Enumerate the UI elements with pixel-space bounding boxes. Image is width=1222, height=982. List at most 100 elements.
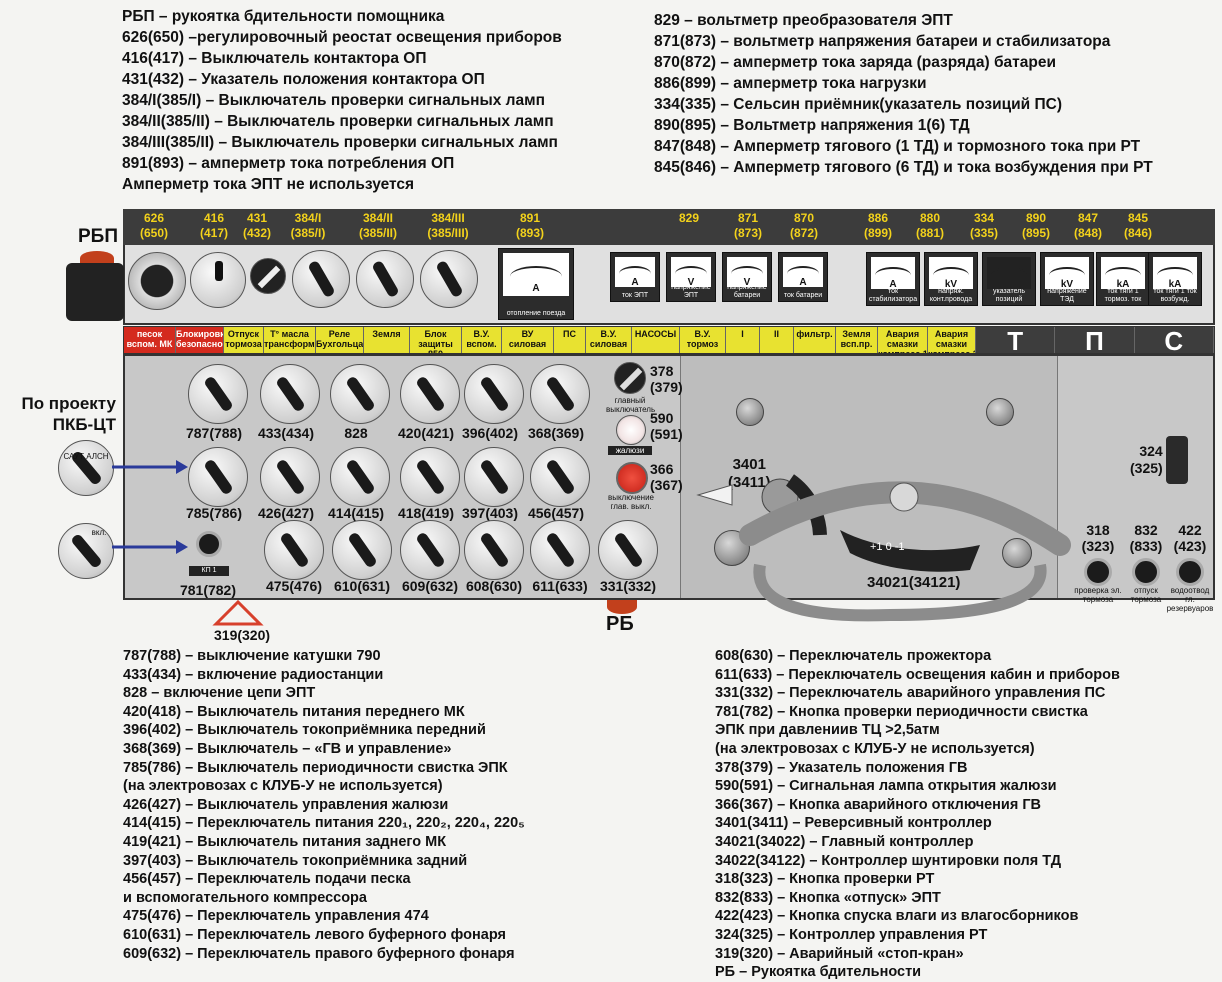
button-label-2: (833) bbox=[1129, 538, 1163, 554]
saut-alsn-switch[interactable] bbox=[58, 440, 114, 496]
legend-line: Амперметр тока ЭПТ не используется bbox=[122, 176, 415, 193]
meter-caption: ток ЭПТ bbox=[621, 292, 649, 299]
meter-face: A bbox=[783, 257, 823, 288]
legend-line: 366(367) – Кнопка аварийного отключения … bbox=[715, 796, 1042, 813]
project-switch-2[interactable] bbox=[58, 523, 114, 579]
meter-face: A bbox=[615, 257, 655, 288]
meter-caption: ток тяги 1 тормоз. ток bbox=[1104, 288, 1142, 303]
switch-handle bbox=[478, 531, 510, 569]
main-controller-bow[interactable] bbox=[753, 563, 1047, 622]
top-label: 431(432) bbox=[237, 211, 277, 241]
legend-line: (на электровозах с КЛУБ-У не используетс… bbox=[123, 778, 443, 795]
push-button[interactable] bbox=[1176, 558, 1204, 586]
rotary-switch[interactable] bbox=[400, 447, 460, 507]
top-label: 880(881) bbox=[905, 211, 955, 241]
legend-line: 787(788) – выключение катушки 790 bbox=[123, 648, 381, 664]
controller-assembly[interactable]: +1 0 -1 bbox=[690, 455, 1080, 625]
rotary-switch[interactable] bbox=[598, 520, 658, 580]
rotary-switch[interactable] bbox=[464, 447, 524, 507]
top-label: 870(872) bbox=[779, 211, 829, 241]
button-caption: отпуск тормоза bbox=[1130, 586, 1162, 604]
top-label-line-2: (881) bbox=[915, 226, 944, 240]
legend-line: 319(320) – Аварийный «стоп-кран» bbox=[715, 945, 964, 962]
shutter-lamp bbox=[616, 415, 646, 445]
switch-handle bbox=[478, 375, 510, 413]
switch-label: 787(788) bbox=[185, 425, 243, 441]
rotary-switch[interactable] bbox=[332, 520, 392, 580]
switch-handle bbox=[346, 531, 378, 569]
meter-caption: указатель позиций bbox=[993, 288, 1025, 303]
reverser-handle[interactable] bbox=[696, 484, 733, 506]
top-label-line-1: 890 bbox=[1025, 211, 1047, 225]
main-switch-label-2: (379) bbox=[650, 379, 683, 395]
button-label-2: (323) bbox=[1081, 538, 1115, 554]
stop-crane-shape bbox=[212, 599, 264, 626]
strip-cell: I bbox=[726, 327, 760, 353]
op-contactor-switch[interactable] bbox=[190, 252, 246, 308]
rotary-switch[interactable] bbox=[264, 520, 324, 580]
meter-scale bbox=[675, 265, 707, 281]
switch-handle bbox=[544, 531, 576, 569]
legend-line: 34022(34122) – Контроллер шунтировки пол… bbox=[715, 852, 1062, 869]
rotary-switch[interactable] bbox=[260, 364, 320, 424]
push-button[interactable] bbox=[1132, 558, 1160, 586]
main-controller-scale bbox=[840, 530, 980, 572]
legend-line: РБ – Рукоятка бдительности bbox=[715, 964, 922, 981]
strip-cell: Авария смазки компресс.1 bbox=[878, 327, 928, 353]
main-switch-caption: главный выключатель bbox=[606, 396, 656, 414]
rotary-switch[interactable] bbox=[400, 364, 460, 424]
main-switch-indicator bbox=[614, 362, 646, 394]
strip-cell: Авария смазки компресс.2 bbox=[928, 327, 976, 353]
top-label-line-2: (432) bbox=[242, 226, 271, 240]
rotary-switch[interactable] bbox=[530, 364, 590, 424]
main-switch-label: 378(379) bbox=[650, 363, 683, 395]
lamp-test-switch-1[interactable] bbox=[292, 250, 350, 308]
rotary-switch[interactable] bbox=[330, 364, 390, 424]
top-label-line-1: 829 bbox=[678, 211, 700, 225]
strip-cell: Реле Бухгольца bbox=[316, 327, 364, 353]
strip-cell: фильтр. bbox=[794, 327, 836, 353]
strip-cell: ВУ силовая bbox=[502, 327, 554, 353]
rb-handle[interactable] bbox=[607, 600, 637, 614]
top-label-line-1: 334 bbox=[973, 211, 995, 225]
lamp-test-switch-3[interactable] bbox=[420, 250, 478, 308]
rotary-switch[interactable] bbox=[400, 520, 460, 580]
rotary-switch[interactable] bbox=[464, 364, 524, 424]
rbp-handle[interactable] bbox=[66, 263, 124, 321]
emergency-off-button[interactable] bbox=[616, 462, 648, 494]
lighting-rheostat-knob[interactable] bbox=[128, 252, 186, 310]
top-label-line-2: (872) bbox=[789, 226, 818, 240]
meter-face: kA bbox=[1153, 257, 1197, 290]
legend-line: 384/II(385/II) – Выключатель проверки си… bbox=[122, 113, 554, 130]
legend-line: 475(476) – Переключатель управления 474 bbox=[123, 908, 429, 925]
button-label: 832(833) bbox=[1120, 522, 1172, 554]
switch-label: 475(476) bbox=[265, 578, 323, 594]
lamp-test-switch-2[interactable] bbox=[356, 250, 414, 308]
rotary-switch[interactable] bbox=[330, 447, 390, 507]
top-label-line-2: (335) bbox=[969, 226, 998, 240]
rbp-label: РБП bbox=[78, 226, 118, 247]
push-button[interactable] bbox=[1084, 558, 1112, 586]
reverser-label: 3401(3411) bbox=[728, 456, 771, 492]
rotary-switch[interactable] bbox=[464, 520, 524, 580]
meter-scale bbox=[875, 266, 911, 284]
emergency-off-label: 366(367) bbox=[650, 461, 683, 493]
rotary-switch[interactable] bbox=[530, 520, 590, 580]
rotary-switch[interactable] bbox=[260, 447, 320, 507]
rotary-switch[interactable] bbox=[188, 364, 248, 424]
rotary-switch[interactable] bbox=[188, 447, 248, 507]
top-label: 886(899) bbox=[853, 211, 903, 241]
switch-handle bbox=[344, 375, 376, 413]
switch-label: 785(786) bbox=[185, 505, 243, 521]
switch-handle bbox=[478, 458, 510, 496]
top-label-line-1: 870 bbox=[793, 211, 815, 225]
rt-controller[interactable] bbox=[1166, 436, 1188, 484]
legend-line: 3401(3411) – Реверсивный контроллер bbox=[715, 815, 992, 832]
strip-cell: Блок защиты 850 bbox=[410, 327, 462, 353]
main-controller-knob[interactable] bbox=[889, 482, 919, 512]
stop-crane-icon[interactable] bbox=[212, 598, 264, 628]
rotary-switch[interactable] bbox=[530, 447, 590, 507]
kp1-button[interactable] bbox=[196, 531, 222, 557]
